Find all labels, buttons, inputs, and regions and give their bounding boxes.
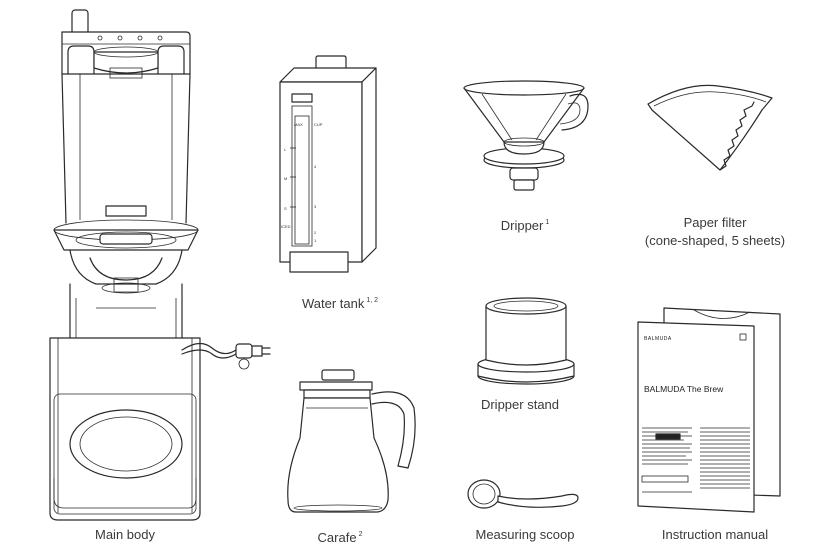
paper-filter-sublabel: (cone-shaped, 5 sheets)	[644, 233, 786, 248]
dripper-stand-illustration	[470, 292, 580, 388]
tank-mark-max: MAX	[294, 122, 303, 127]
paper-filter-label: Paper filter (cone-shaped, 5 sheets)	[644, 215, 786, 248]
instruction-manual-label: Instruction manual	[661, 527, 769, 542]
tank-mark-m: M	[284, 176, 287, 181]
tank-mark-cup: CUP	[314, 122, 323, 127]
tank-mark-1: 1	[314, 238, 317, 243]
tank-mark-4: 4	[314, 164, 317, 169]
manual-title: BALMUDA The Brew	[644, 384, 724, 394]
dripper-illustration	[462, 80, 592, 198]
paper-filter-illustration	[646, 82, 776, 182]
water-tank-illustration: MAX L M S ICED CUP 4 3 2 1	[270, 55, 380, 278]
tank-mark-2: 2	[314, 230, 317, 235]
carafe-illustration	[286, 368, 426, 518]
tank-mark-iced: ICED	[281, 224, 291, 229]
tank-mark-l: L	[284, 147, 287, 152]
dripper-stand-label: Dripper stand	[480, 397, 560, 412]
tank-mark-3: 3	[314, 204, 317, 209]
main-body-illustration	[40, 8, 290, 528]
main-body-label: Main body	[95, 527, 155, 542]
manual-brand: BALMUDA	[644, 336, 672, 342]
measuring-scoop-illustration	[466, 470, 586, 520]
measuring-scoop-label: Measuring scoop	[475, 527, 575, 542]
instruction-manual-illustration: BALMUDA BALMUDA The Brew	[634, 306, 784, 516]
tank-mark-s: S	[284, 206, 287, 211]
